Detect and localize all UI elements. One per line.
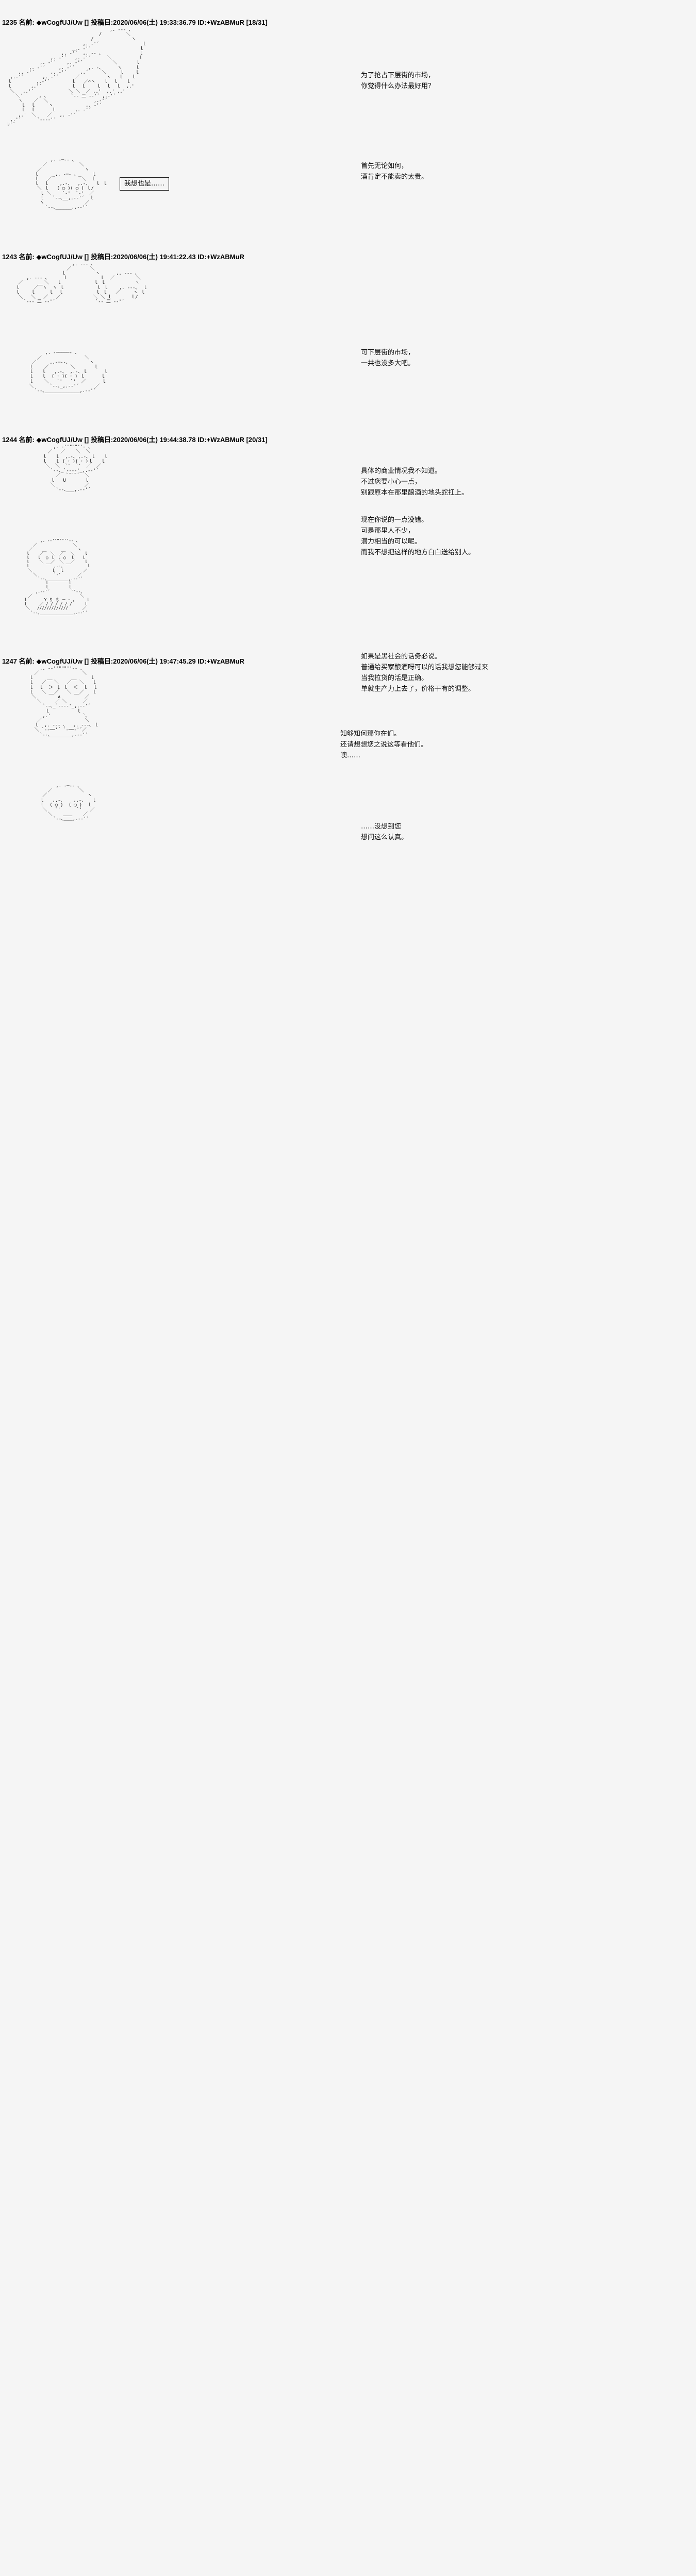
ascii-art: ,. ‐‐- ､ ／ ＼ ｌ ヽ ,. -‐- ､ _,. -‐- 、 ｌ ｌ … (15, 261, 147, 305)
name-label: 名前: (19, 19, 35, 26)
date-label: 投稿日: (90, 19, 113, 26)
post-date: 2020/06/06(土) 19:41:22.43 (113, 252, 196, 261)
name-bracket: [] (84, 252, 89, 261)
date-label: 投稿日: (90, 436, 113, 444)
trip-mark: ◆ (36, 436, 42, 444)
ascii-art: ,. -─────- 、 ／ ＼ ／ ,.-─‐-､ ヽ ｌ ／ ＼ ｌ ｌ ｌ… (29, 350, 108, 394)
post-header: 1235 名前: ◆wCogfUJ/Uw [] 投稿日:2020/06/06(土… (0, 18, 696, 28)
dialogue-text: ……没想到您 想问这么认真。 (361, 822, 408, 841)
date-label: 投稿日: (90, 252, 113, 261)
post-uid[interactable]: ID:+WzABMuR (197, 436, 244, 444)
dialogue-box: 我想也是…… (120, 177, 170, 191)
post: 1235 名前: ◆wCogfUJ/Uw [] 投稿日:2020/06/06(土… (0, 0, 696, 242)
post-number[interactable]: 1235 (2, 19, 17, 26)
ascii-art: ,. -‐''"""''‐- ､ ／ ＼ ｌ __ __ ｌ ｌ ／ ＼ ／ ＼… (29, 666, 99, 738)
post-header: 1243 名前: ◆wCogfUJ/Uw [] 投稿日:2020/06/06(土… (0, 252, 696, 262)
post-number[interactable]: 1247 (2, 657, 17, 665)
ascii-art: ,. -‐''"""''‐- 、 ／ ＼ ／ __ __ ヽ ｌ ／ ＼ ／ ＼… (23, 538, 91, 615)
dialogue-text: 具体的商业情况我不知道。 不过您要小心一点， 别跟原本在那里酿酒的地头蛇扛上。 (361, 467, 469, 497)
post: 1244 名前: ◆wCogfUJ/Uw [] 投稿日:2020/06/06(土… (0, 425, 696, 693)
post-count: [20/31] (246, 436, 268, 444)
post-uid[interactable]: ID:+WzABMuR (197, 657, 244, 665)
ascii-art: ,. ‐''"""''‐ 、 ／ ／ ＼ ＼ ｌ ｌ ,.-､ ,.-､ ｌ ｌ… (42, 445, 108, 493)
dialogue-text: 知够知何那你在们。 还请想想您之说这等看他们。 噢…… (340, 730, 428, 759)
post-count: [18/31] (246, 19, 268, 26)
post-body: ,. -‐''"""''‐- ､ ／ ＼ ｌ __ __ ｌ ｌ ／ ＼ ／ ＼… (0, 666, 696, 853)
trip-mark: ◆ (36, 19, 42, 26)
name-bracket: [] (84, 436, 89, 444)
ascii-art: ,. -─‐- 、 ／ ＼ ／ ヽ ｌ ,.-､ ,.-､ ｌ ｌ ( ◯ ) … (40, 783, 96, 822)
poster-name[interactable]: wCogfUJ/Uw (41, 436, 82, 444)
trip-mark: ◆ (36, 252, 42, 261)
poster-name[interactable]: wCogfUJ/Uw (41, 252, 82, 261)
date-label: 投稿日: (90, 657, 113, 665)
post-body: ,. ‐''"""''‐ 、 ／ ／ ＼ ＼ ｌ ｌ ,.-､ ,.-､ ｌ ｌ… (0, 445, 696, 693)
name-bracket: [] (84, 657, 89, 665)
poster-name[interactable]: wCogfUJ/Uw (41, 19, 82, 26)
post-uid[interactable]: ID:+WzABMuR (197, 252, 244, 261)
poster-name[interactable]: wCogfUJ/Uw (41, 657, 82, 665)
post: 1247 名前: ◆wCogfUJ/Uw [] 投稿日:2020/06/06(土… (0, 646, 696, 853)
post-date: 2020/06/06(土) 19:33:36.79 (113, 19, 196, 26)
dialogue-text: 为了抢占下层街的市场， 你觉得什么办法最好用？ (361, 72, 435, 90)
dialogue-text: 首先无论如何， 酒肯定不能卖的太贵。 (361, 162, 428, 181)
post: 1243 名前: ◆wCogfUJ/Uw [] 投稿日:2020/06/06(土… (0, 242, 696, 556)
dialogue-text: 如果是黑社会的话务必说。 普通给买家酿酒呀可以的话我想您能够过来 当我拉货的活是… (361, 653, 489, 693)
post-uid[interactable]: ID:+WzABMuR (197, 19, 244, 26)
ascii-art: ,. -─‐- 、 ／ ＼ ／ ヽ ｌ _,. -─- 、_ ｌ ｌ ／ ＼ ｌ… (34, 158, 108, 211)
post-body: ,. ‐‐- ､ ／ ＼ ｌ ヽ ,. -‐- ､ _,. -‐- 、 ｌ ｌ … (0, 261, 696, 556)
trip-mark: ◆ (36, 657, 42, 665)
thread-page: 1235 名前: ◆wCogfUJ/Uw [] 投稿日:2020/06/06(土… (0, 0, 696, 853)
name-bracket: [] (84, 19, 89, 26)
post-number[interactable]: 1244 (2, 436, 17, 444)
post-header: 1244 名前: ◆wCogfUJ/Uw [] 投稿日:2020/06/06(土… (0, 435, 696, 445)
name-label: 名前: (19, 252, 35, 261)
post-date: 2020/06/06(土) 19:44:38.78 (113, 436, 196, 444)
name-label: 名前: (19, 657, 35, 665)
ascii-art: ,. -‐- 、 / ＼ / ヽ ,. ‐'´ ｌ _,. ‐'´ (7, 27, 147, 128)
dialogue-text: 现在你说的一点没错。 可是那里人不少， 潜力相当的可以呢。 而我不想把这样的地方… (361, 516, 475, 556)
dialogue-text: 可下层街的市场， 一共也没多大吧。 (361, 348, 415, 367)
post-date: 2020/06/06(土) 19:47:45.29 (113, 657, 196, 665)
name-label: 名前: (19, 436, 35, 444)
post-body: ,. -‐- 、 / ＼ / ヽ ,. ‐'´ ｌ _,. ‐'´ (0, 27, 696, 242)
post-number[interactable]: 1243 (2, 252, 17, 261)
post-header: 1247 名前: ◆wCogfUJ/Uw [] 投稿日:2020/06/06(土… (0, 656, 696, 667)
